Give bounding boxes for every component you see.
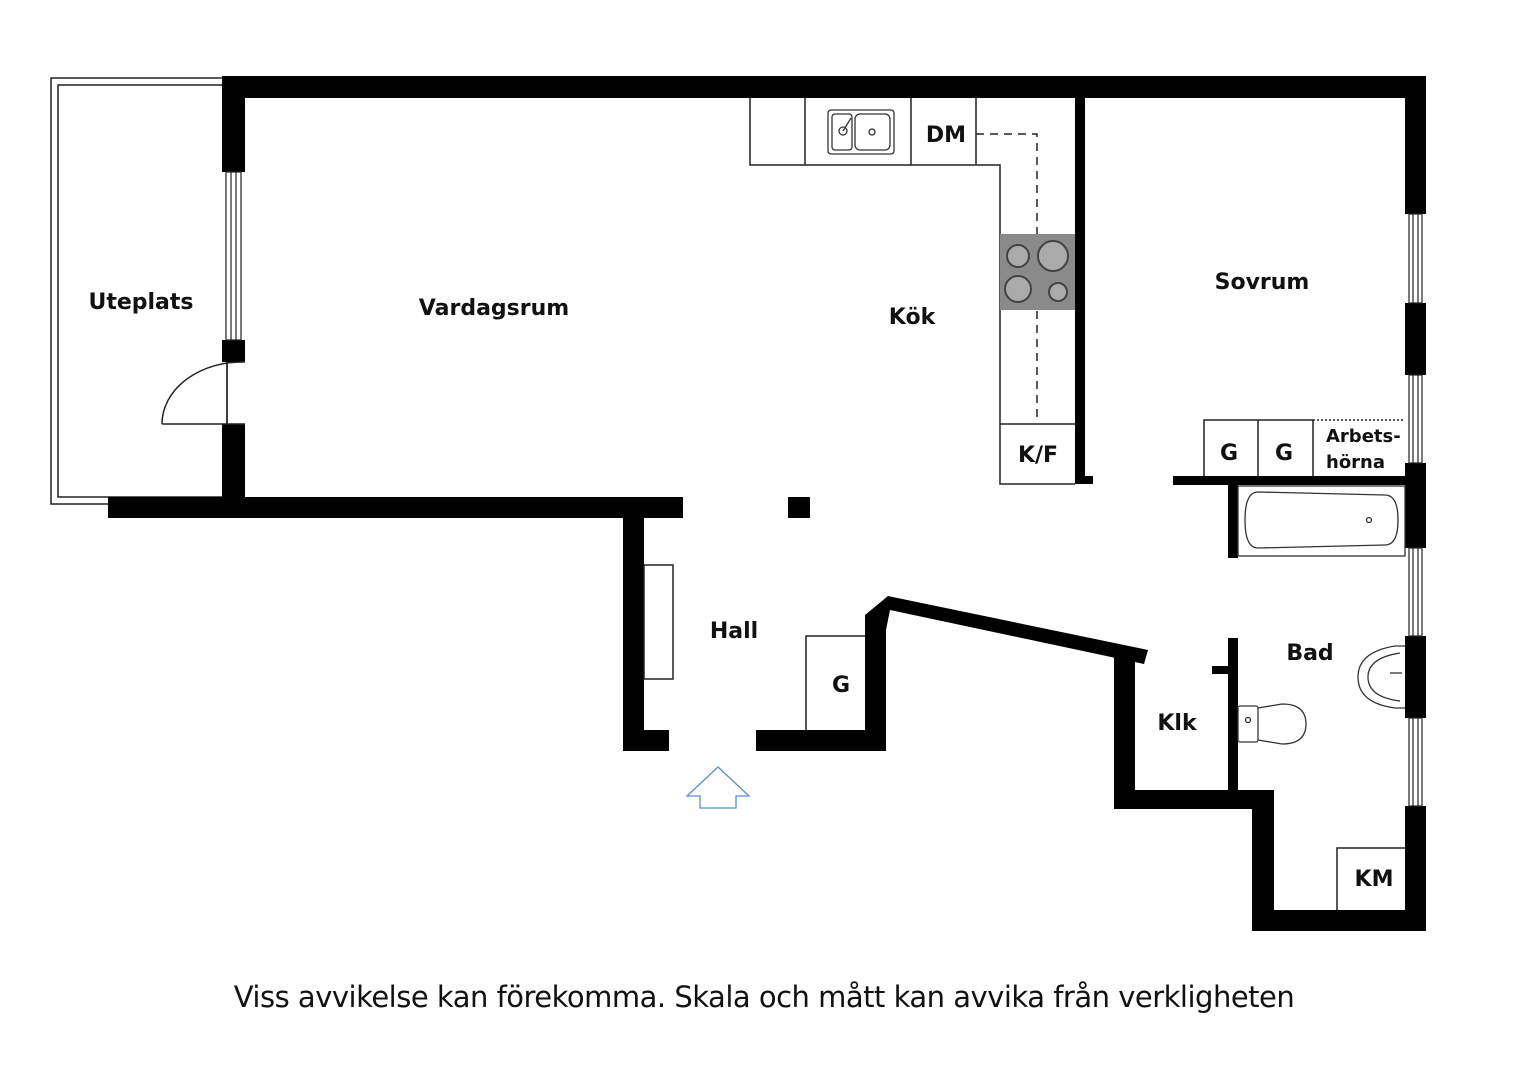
room-label-klk: Klk bbox=[1157, 711, 1198, 736]
kitchen-counters bbox=[749, 98, 1075, 485]
room-label-hall: Hall bbox=[710, 619, 758, 644]
fixture-label-kf: K/F bbox=[1018, 443, 1058, 468]
walls bbox=[108, 76, 1426, 931]
kitchen-dashed-line bbox=[976, 133, 1038, 420]
fixture-label-dm: DM bbox=[926, 123, 966, 148]
room-label-kok: Kök bbox=[889, 305, 937, 330]
fixture-label-g-bedroom-2: G bbox=[1275, 441, 1293, 466]
patio-door bbox=[161, 361, 246, 425]
washbasin-icon bbox=[1357, 645, 1405, 709]
fixture-label-km: KM bbox=[1355, 867, 1394, 892]
stove-icon bbox=[1000, 234, 1075, 310]
fixture-label-g-bedroom-1: G bbox=[1220, 441, 1238, 466]
toilet-icon bbox=[1237, 703, 1307, 745]
room-label-bad: Bad bbox=[1286, 641, 1333, 666]
bathtub-icon bbox=[1237, 485, 1406, 557]
entrance-arrow-icon bbox=[685, 766, 751, 809]
windows bbox=[225, 171, 1423, 807]
fixture-label-arbetshorna-2: hörna bbox=[1326, 452, 1385, 473]
room-label-uteplats: Uteplats bbox=[88, 290, 193, 315]
room-label-sovrum: Sovrum bbox=[1215, 270, 1310, 295]
room-label-vardagsrum: Vardagsrum bbox=[419, 296, 569, 321]
km-box bbox=[1336, 847, 1405, 910]
sink-icon bbox=[827, 109, 895, 155]
disclaimer-text: Viss avvikelse kan förekomma. Skala och … bbox=[233, 980, 1295, 1014]
hall-furniture bbox=[643, 564, 865, 730]
bedroom-wardrobes bbox=[1203, 419, 1405, 476]
fixture-label-g-hall: G bbox=[832, 673, 850, 698]
fixture-label-arbetshorna-1: Arbets- bbox=[1326, 426, 1401, 447]
